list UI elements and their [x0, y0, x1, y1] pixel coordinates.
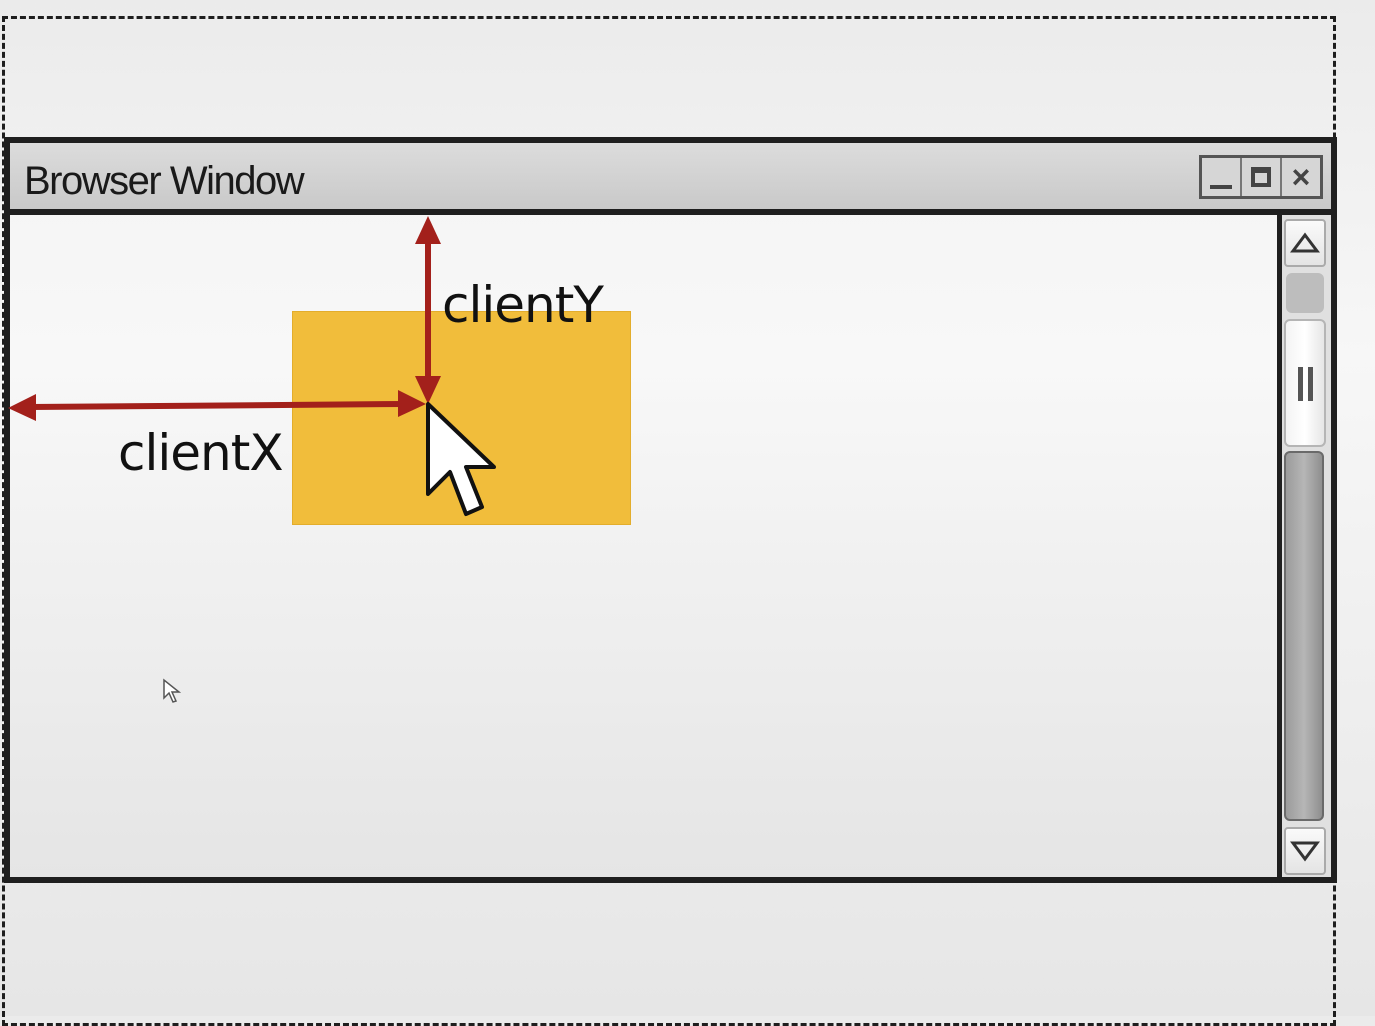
scroll-track[interactable]	[1284, 451, 1324, 821]
clientx-label: clientX	[118, 424, 284, 482]
clientx-arrow-line	[29, 401, 405, 410]
close-button[interactable]: ×	[1282, 158, 1320, 196]
scroll-thumb[interactable]	[1284, 319, 1326, 447]
vertical-scrollbar[interactable]	[1277, 215, 1331, 877]
title-bar[interactable]: Browser Window ×	[10, 143, 1331, 215]
clienty-label: clientY	[442, 276, 604, 334]
window-title: Browser Window	[24, 159, 305, 203]
arrow-up-icon	[1290, 232, 1320, 253]
scroll-track[interactable]	[1286, 273, 1324, 313]
window-controls: ×	[1199, 155, 1323, 199]
arrow-down-icon	[1290, 841, 1320, 862]
maximize-button[interactable]	[1242, 158, 1282, 196]
clientx-arrow-head-right	[398, 390, 426, 417]
scroll-up-button[interactable]	[1284, 219, 1326, 267]
clienty-arrow-head-bottom	[415, 376, 441, 404]
clienty-arrow-head-top	[415, 216, 441, 244]
grip-line	[1298, 367, 1303, 401]
maximize-icon	[1251, 167, 1271, 187]
grip-line	[1308, 367, 1313, 401]
clientx-arrow-head-left	[8, 394, 36, 421]
minimize-button[interactable]	[1202, 158, 1242, 196]
small-pointer-icon	[163, 678, 182, 703]
mouse-pointer-icon	[426, 402, 496, 516]
browser-window: Browser Window ×	[4, 137, 1337, 883]
scroll-down-button[interactable]	[1284, 827, 1326, 875]
close-icon: ×	[1291, 159, 1311, 195]
minimize-icon	[1210, 185, 1232, 189]
